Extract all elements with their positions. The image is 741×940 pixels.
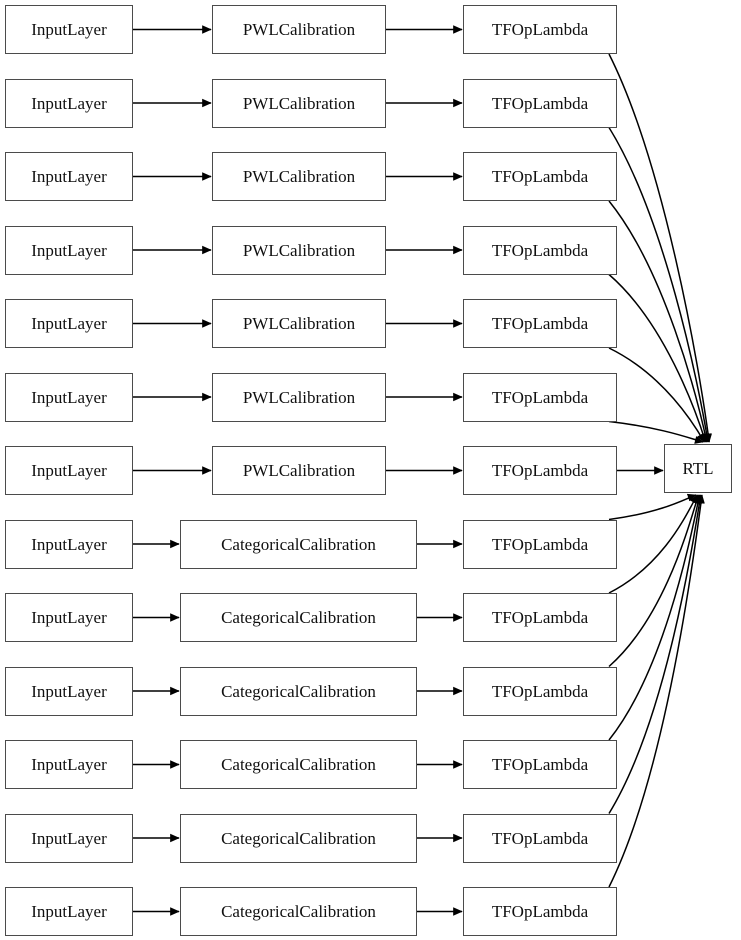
node-tfoplambda-label: TFOpLambda xyxy=(491,608,589,627)
node-tfoplambda[interactable]: TFOpLambda xyxy=(463,666,617,716)
node-categorical-calibration-label: CategoricalCalibration xyxy=(221,755,376,774)
node-pwl-calibration[interactable]: PWLCalibration xyxy=(212,5,386,54)
node-input-layer-label: InputLayer xyxy=(31,20,107,39)
node-input-layer[interactable]: InputLayer xyxy=(5,225,133,275)
edge-lambda-to-rtl xyxy=(608,420,704,444)
node-rtl-label: RTL xyxy=(682,459,714,478)
node-input-layer[interactable]: InputLayer xyxy=(5,813,133,863)
node-tfoplambda-label: TFOpLambda xyxy=(491,387,589,407)
node-pwl-calibration[interactable]: PWLCalibration xyxy=(212,299,386,348)
node-pwl-calibration-label: PWLCalibration xyxy=(242,461,356,480)
node-input-layer-label: InputLayer xyxy=(31,608,107,627)
node-input-layer-label: InputLayer xyxy=(31,828,107,848)
node-tfoplambda[interactable]: TFOpLambda xyxy=(463,593,617,642)
node-tfoplambda[interactable]: TFOpLambda xyxy=(463,372,617,422)
edge-lambda-to-rtl xyxy=(608,127,711,443)
node-tfoplambda-label: TFOpLambda xyxy=(491,681,589,701)
node-input-layer[interactable]: InputLayer xyxy=(5,446,133,495)
node-tfoplambda-label: TFOpLambda xyxy=(491,314,589,333)
edge-lambda-to-rtl xyxy=(608,494,702,741)
node-pwl-calibration[interactable]: PWLCalibration xyxy=(212,225,386,275)
node-input-layer[interactable]: InputLayer xyxy=(5,593,133,642)
node-tfoplambda[interactable]: TFOpLambda xyxy=(463,225,617,275)
node-tfoplambda[interactable]: TFOpLambda xyxy=(463,299,617,348)
node-input-layer-label: InputLayer xyxy=(31,755,107,774)
node-pwl-calibration[interactable]: PWLCalibration xyxy=(212,152,386,201)
edge-lambda-to-rtl xyxy=(608,494,698,594)
node-input-layer-label: InputLayer xyxy=(31,387,107,407)
node-categorical-calibration[interactable]: CategoricalCalibration xyxy=(180,887,417,936)
edge-lambda-to-rtl xyxy=(608,494,700,668)
node-tfoplambda[interactable]: TFOpLambda xyxy=(463,446,617,495)
node-tfoplambda[interactable]: TFOpLambda xyxy=(463,519,617,569)
node-categorical-calibration-label: CategoricalCalibration xyxy=(221,681,376,701)
node-tfoplambda-label: TFOpLambda xyxy=(491,240,589,260)
node-tfoplambda-label: TFOpLambda xyxy=(491,93,589,113)
node-input-layer-label: InputLayer xyxy=(31,167,107,186)
node-pwl-calibration-label: PWLCalibration xyxy=(242,240,356,260)
node-tfoplambda-label: TFOpLambda xyxy=(491,902,589,921)
node-input-layer[interactable]: InputLayer xyxy=(5,5,133,54)
node-input-layer[interactable]: InputLayer xyxy=(5,666,133,716)
node-categorical-calibration-label: CategoricalCalibration xyxy=(221,828,376,848)
node-input-layer-label: InputLayer xyxy=(31,534,107,554)
node-tfoplambda[interactable]: TFOpLambda xyxy=(463,887,617,936)
node-categorical-calibration[interactable]: CategoricalCalibration xyxy=(180,519,417,569)
node-input-layer-label: InputLayer xyxy=(31,902,107,921)
node-categorical-calibration[interactable]: CategoricalCalibration xyxy=(180,813,417,863)
node-tfoplambda-label: TFOpLambda xyxy=(491,461,589,480)
node-pwl-calibration[interactable]: PWLCalibration xyxy=(212,78,386,128)
edge-lambda-to-rtl xyxy=(608,494,705,888)
node-rtl[interactable]: RTL xyxy=(664,444,732,493)
node-pwl-calibration[interactable]: PWLCalibration xyxy=(212,372,386,422)
node-pwl-calibration[interactable]: PWLCalibration xyxy=(212,446,386,495)
node-tfoplambda[interactable]: TFOpLambda xyxy=(463,5,617,54)
node-pwl-calibration-label: PWLCalibration xyxy=(242,93,356,113)
node-input-layer[interactable]: InputLayer xyxy=(5,887,133,936)
node-input-layer-label: InputLayer xyxy=(31,681,107,701)
node-input-layer[interactable]: InputLayer xyxy=(5,372,133,422)
node-categorical-calibration[interactable]: CategoricalCalibration xyxy=(180,740,417,789)
node-input-layer[interactable]: InputLayer xyxy=(5,740,133,789)
node-categorical-calibration[interactable]: CategoricalCalibration xyxy=(180,666,417,716)
node-pwl-calibration-label: PWLCalibration xyxy=(242,20,356,39)
node-tfoplambda[interactable]: TFOpLambda xyxy=(463,152,617,201)
edge-lambda-to-rtl xyxy=(608,347,706,443)
node-tfoplambda-label: TFOpLambda xyxy=(491,755,589,774)
node-categorical-calibration-label: CategoricalCalibration xyxy=(221,608,376,627)
node-categorical-calibration[interactable]: CategoricalCalibration xyxy=(180,593,417,642)
node-categorical-calibration-label: CategoricalCalibration xyxy=(221,534,376,554)
edge-lambda-to-rtl xyxy=(608,493,697,521)
node-input-layer[interactable]: InputLayer xyxy=(5,78,133,128)
node-input-layer-label: InputLayer xyxy=(31,461,107,480)
edge-lambda-to-rtl xyxy=(608,200,709,443)
node-tfoplambda-label: TFOpLambda xyxy=(491,534,589,554)
node-input-layer[interactable]: InputLayer xyxy=(5,519,133,569)
node-tfoplambda-label: TFOpLambda xyxy=(491,167,589,186)
node-tfoplambda-label: TFOpLambda xyxy=(491,828,589,848)
node-input-layer[interactable]: InputLayer xyxy=(5,152,133,201)
edge-lambda-to-rtl xyxy=(608,494,704,814)
edge-lambda-to-rtl xyxy=(608,273,707,443)
node-tfoplambda[interactable]: TFOpLambda xyxy=(463,78,617,128)
node-tfoplambda-label: TFOpLambda xyxy=(491,20,589,39)
edge-lambda-to-rtl xyxy=(608,53,713,443)
node-input-layer-label: InputLayer xyxy=(31,240,107,260)
node-tfoplambda[interactable]: TFOpLambda xyxy=(463,740,617,789)
node-pwl-calibration-label: PWLCalibration xyxy=(242,387,356,407)
node-pwl-calibration-label: PWLCalibration xyxy=(242,167,356,186)
node-pwl-calibration-label: PWLCalibration xyxy=(242,314,356,333)
node-input-layer[interactable]: InputLayer xyxy=(5,299,133,348)
node-tfoplambda[interactable]: TFOpLambda xyxy=(463,813,617,863)
node-categorical-calibration-label: CategoricalCalibration xyxy=(221,902,376,921)
node-input-layer-label: InputLayer xyxy=(31,93,107,113)
node-input-layer-label: InputLayer xyxy=(31,314,107,333)
